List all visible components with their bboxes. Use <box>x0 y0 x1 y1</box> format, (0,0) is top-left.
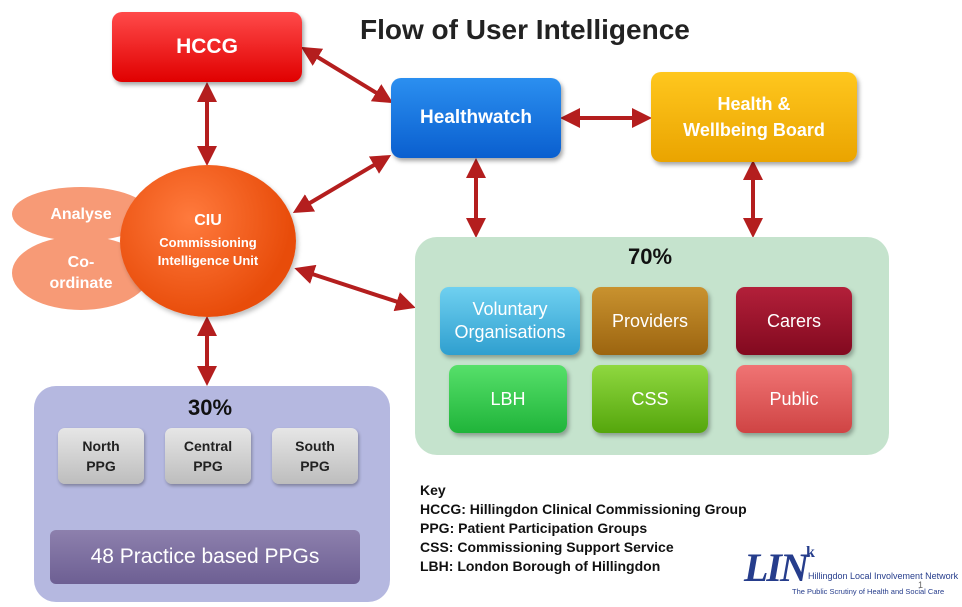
voluntary-line-2: Organisations <box>454 322 566 342</box>
south-line-2: PPG <box>300 458 330 474</box>
key-legend: Key HCCG: Hillingdon Clinical Commission… <box>420 481 747 576</box>
central-ppg-box: Central PPG <box>165 428 251 484</box>
south-ppg-box: South PPG <box>272 428 358 484</box>
practice-ppgs-box: 48 Practice based PPGs <box>50 530 360 584</box>
ciu-abbr: CIU <box>194 212 222 229</box>
diagram-title: Flow of User Intelligence <box>360 14 690 45</box>
north-ppg-box: North PPG <box>58 428 144 484</box>
hwb-line-1: Health & <box>717 94 791 114</box>
ciu-full-1: Commissioning <box>159 235 257 250</box>
key-line-ppg: PPG: Patient Participation Groups <box>420 520 648 536</box>
page-number: 1 <box>918 580 924 590</box>
key-heading: Key <box>420 482 446 498</box>
key-line-lbh: LBH: London Borough of Hillingdon <box>420 558 661 574</box>
css-box: CSS <box>592 365 708 433</box>
logo-mark: LIN <box>744 545 809 590</box>
public-box: Public <box>736 365 852 433</box>
arrow-hccg-healthwatch <box>300 46 394 104</box>
hccg-box: HCCG <box>112 12 302 82</box>
ciu-circle: CIU Commissioning Intelligence Unit <box>120 165 296 317</box>
central-line-1: Central <box>183 438 233 454</box>
key-line-css: CSS: Commissioning Support Service <box>420 539 674 555</box>
group-70-percent: 70% <box>627 244 673 269</box>
voluntary-line-1: Voluntary <box>472 299 548 319</box>
arrow-healthwatch-ciu <box>292 154 392 214</box>
coordinate-line-2: ordinate <box>49 275 113 292</box>
north-line-2: PPG <box>86 458 116 474</box>
voluntary-organisations-box: Voluntary Organisations <box>440 287 580 355</box>
providers-box: Providers <box>592 287 708 355</box>
logo-k: k <box>806 544 815 561</box>
coordinate-petal: Co- ordinate <box>12 236 150 310</box>
healthwatch-box: Healthwatch <box>391 78 561 158</box>
ciu-full-2: Intelligence Unit <box>157 253 259 268</box>
link-logo: LIN k Hillingdon Local Involvement Netwo… <box>744 544 958 604</box>
coordinate-line-1: Co- <box>67 254 95 271</box>
south-line-1: South <box>295 438 335 454</box>
logo-line-1: Hillingdon Local Involvement Network <box>808 571 959 581</box>
lbh-box: LBH <box>449 365 567 433</box>
north-line-1: North <box>82 438 120 454</box>
group-30-percent: 30% <box>187 395 233 420</box>
health-wellbeing-board-box: Health & Wellbeing Board <box>651 72 857 162</box>
central-line-2: PPG <box>193 458 223 474</box>
arrow-ciu-70 <box>294 264 416 312</box>
hwb-line-2: Wellbeing Board <box>683 120 825 140</box>
carers-box: Carers <box>736 287 852 355</box>
key-line-hccg: HCCG: Hillingdon Clinical Commissioning … <box>420 501 747 517</box>
logo-line-2: The Public Scrutiny of Health and Social… <box>792 587 945 596</box>
